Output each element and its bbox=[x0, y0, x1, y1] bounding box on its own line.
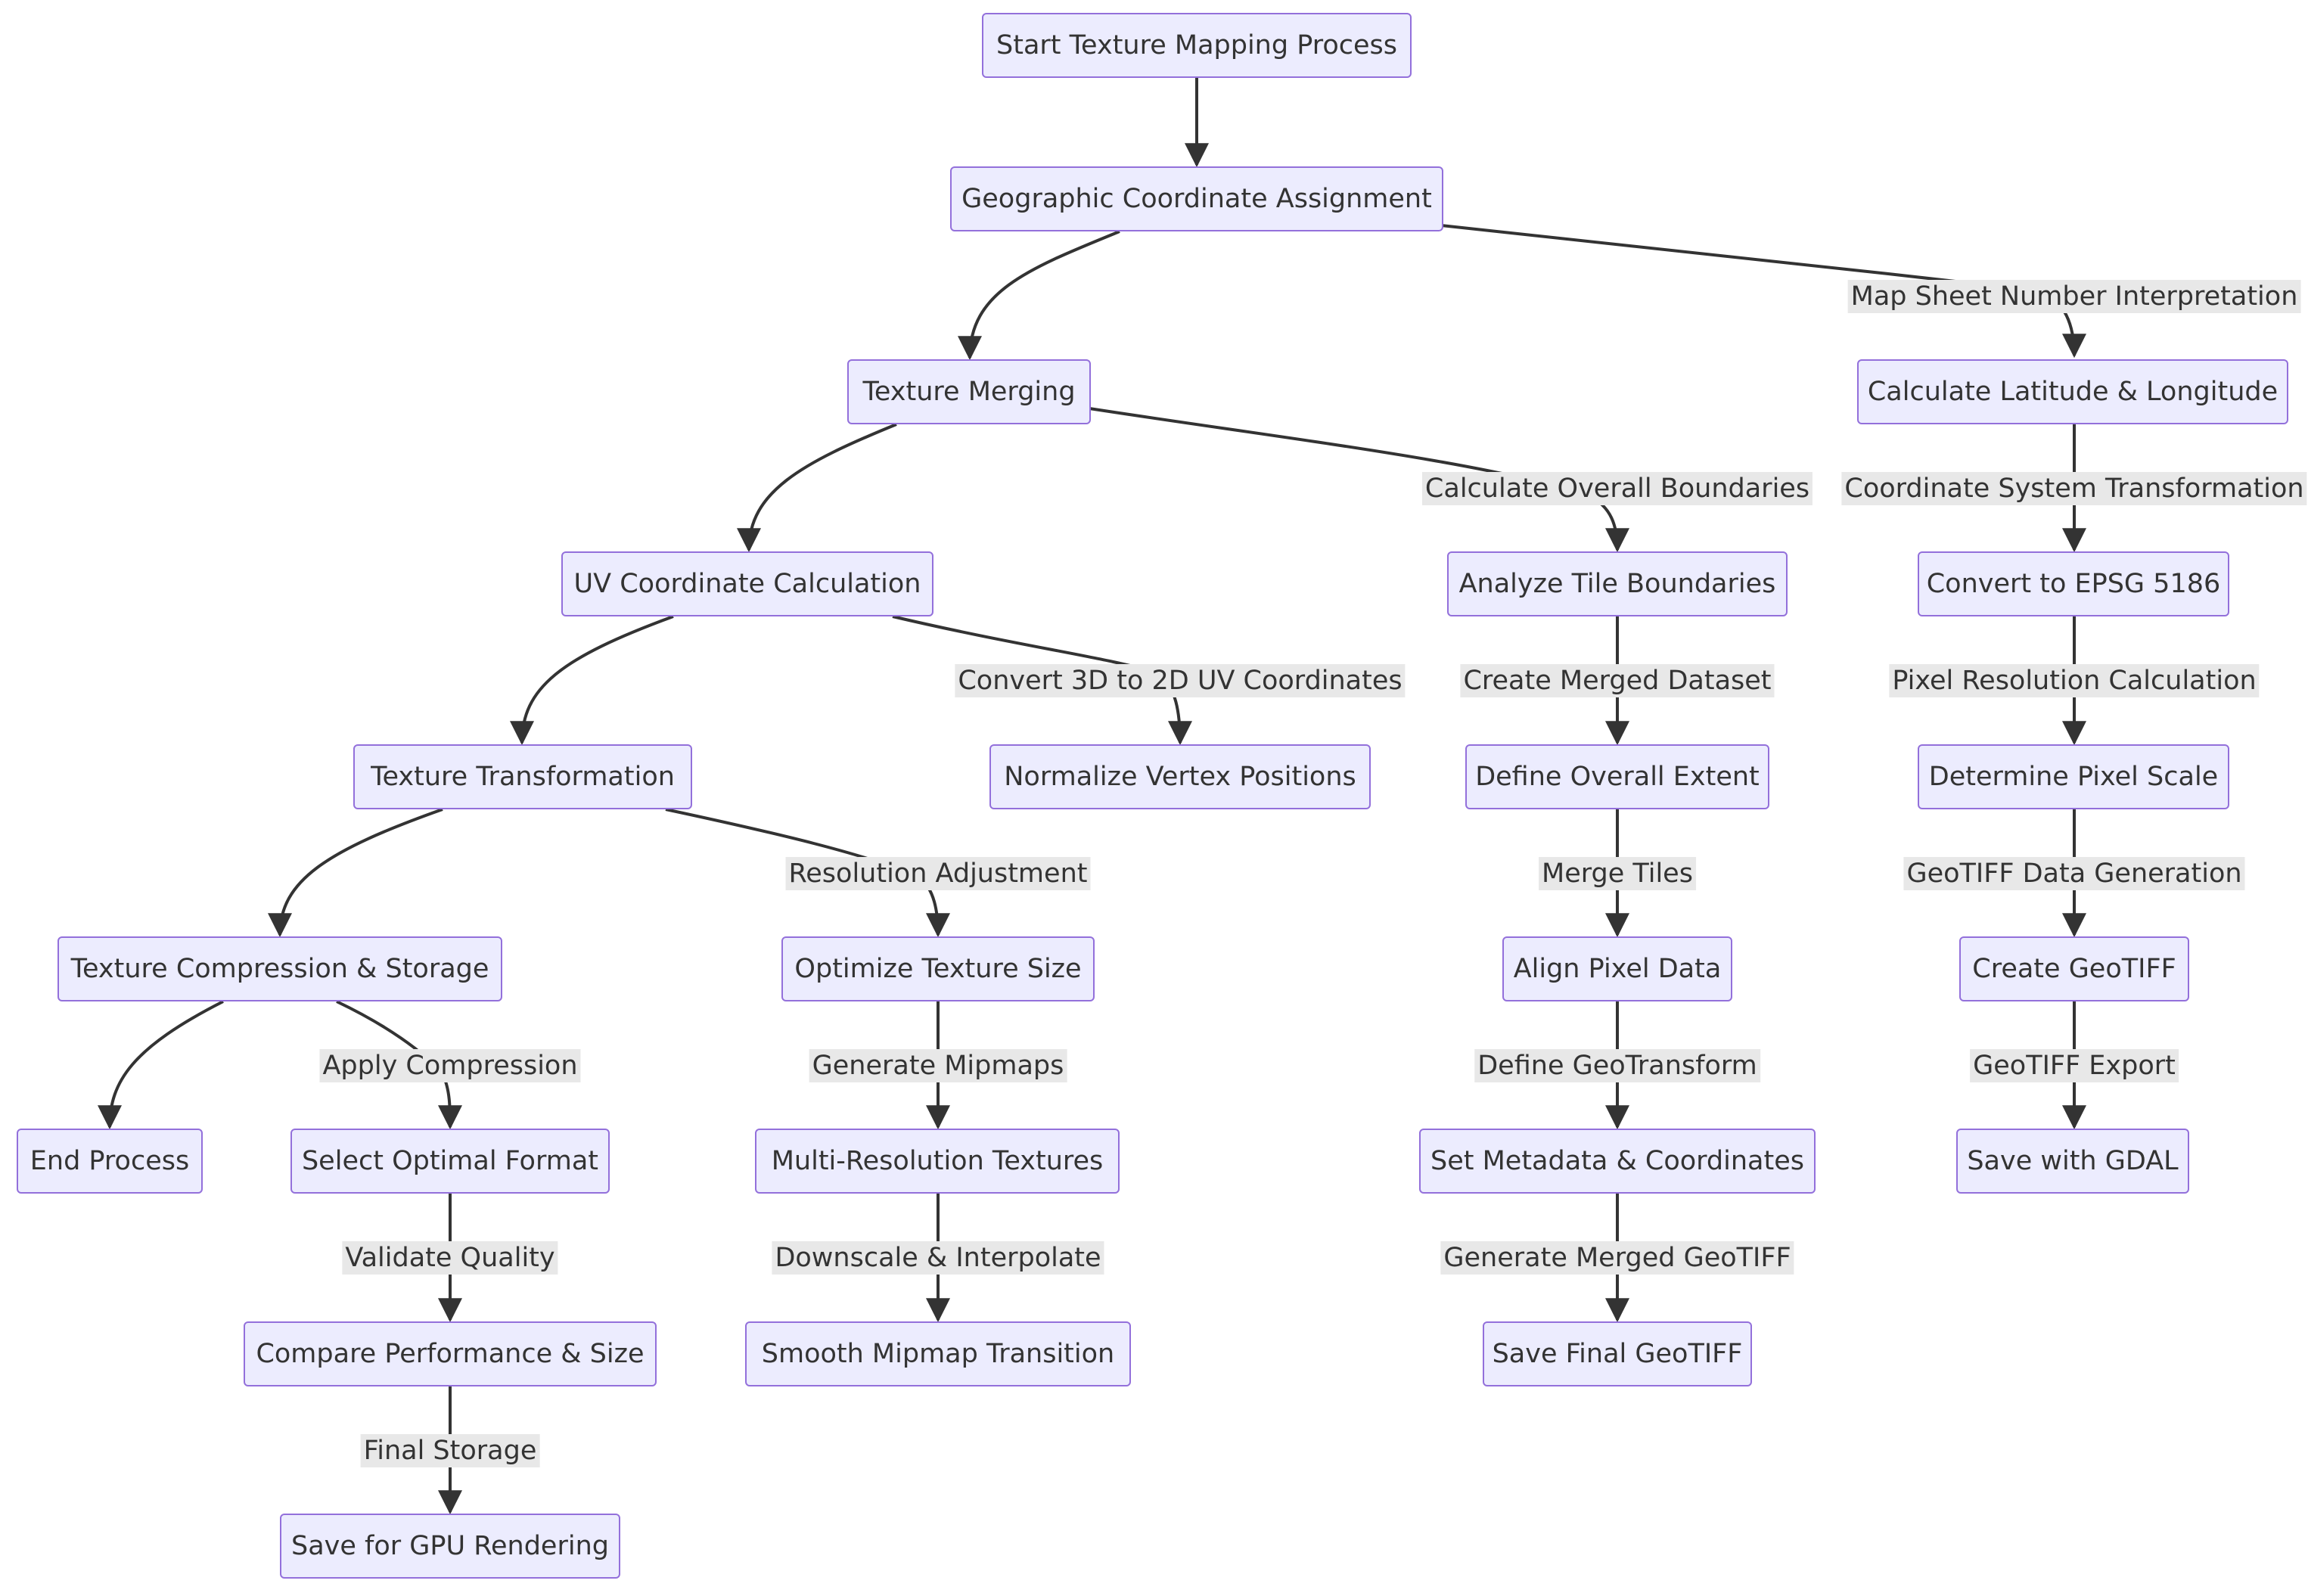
edge-trans-compress bbox=[268, 808, 443, 938]
node-texture-compression-storage: Texture Compression & Storage bbox=[57, 936, 502, 1001]
node-align-pixel-data: Align Pixel Data bbox=[1502, 936, 1732, 1001]
edge-label-geotiff-generation: GeoTIFF Data Generation bbox=[1903, 857, 2245, 890]
node-analyze-tile-boundaries: Analyze Tile Boundaries bbox=[1447, 551, 1788, 616]
node-save-with-gdal: Save with GDAL bbox=[1956, 1129, 2189, 1194]
edge-label-validate-quality: Validate Quality bbox=[342, 1241, 558, 1275]
node-set-metadata-coordinates: Set Metadata & Coordinates bbox=[1419, 1129, 1816, 1194]
node-determine-pixel-scale: Determine Pixel Scale bbox=[1918, 744, 2229, 809]
node-define-overall-extent: Define Overall Extent bbox=[1465, 744, 1769, 809]
node-uv-coordinate-calculation: UV Coordinate Calculation bbox=[561, 551, 933, 616]
node-geographic-coordinate-assignment: Geographic Coordinate Assignment bbox=[950, 166, 1443, 231]
node-end-process: End Process bbox=[17, 1129, 203, 1194]
node-optimize-texture-size: Optimize Texture Size bbox=[781, 936, 1095, 1001]
edge-merge-tileb bbox=[1089, 407, 1629, 553]
edge-geo-merge bbox=[958, 230, 1120, 361]
node-compare-performance-size: Compare Performance & Size bbox=[244, 1321, 657, 1386]
edge-label-apply-compression: Apply Compression bbox=[319, 1049, 581, 1082]
edge-label-coordinate-system: Coordinate System Transformation bbox=[1841, 472, 2307, 505]
edge-label-define-geotransform: Define GeoTransform bbox=[1474, 1049, 1760, 1082]
node-calculate-latitude-longitude: Calculate Latitude & Longitude bbox=[1857, 359, 2288, 424]
edge-label-final-storage: Final Storage bbox=[360, 1434, 540, 1467]
node-save-for-gpu-rendering: Save for GPU Rendering bbox=[280, 1514, 620, 1579]
edge-label-downscale-interpolate: Downscale & Interpolate bbox=[772, 1241, 1104, 1275]
edge-label-overall-boundaries: Calculate Overall Boundaries bbox=[1421, 472, 1813, 505]
edge-compress-endp bbox=[98, 1000, 224, 1130]
edge-label-merge-tiles: Merge Tiles bbox=[1539, 857, 1696, 890]
node-texture-transformation: Texture Transformation bbox=[353, 744, 692, 809]
edge-label-generate-merged-geotiff: Generate Merged GeoTIFF bbox=[1440, 1241, 1794, 1275]
edge-label-merged-dataset: Create Merged Dataset bbox=[1460, 664, 1775, 697]
edge-label-map-sheet: Map Sheet Number Interpretation bbox=[1847, 280, 2301, 313]
edge-label-pixel-resolution: Pixel Resolution Calculation bbox=[1889, 664, 2260, 697]
node-select-optimal-format: Select Optimal Format bbox=[290, 1129, 610, 1194]
edge-label-geotiff-export: GeoTIFF Export bbox=[1970, 1049, 2179, 1082]
node-texture-merging: Texture Merging bbox=[847, 359, 1091, 424]
node-start: Start Texture Mapping Process bbox=[982, 13, 1412, 78]
node-normalize-vertex-positions: Normalize Vertex Positions bbox=[989, 744, 1371, 809]
node-convert-epsg-5186: Convert to EPSG 5186 bbox=[1918, 551, 2229, 616]
edge-label-generate-mipmaps: Generate Mipmaps bbox=[809, 1049, 1067, 1082]
edge-label-convert-3d-2d: Convert 3D to 2D UV Coordinates bbox=[955, 664, 1406, 697]
node-save-final-geotiff: Save Final GeoTIFF bbox=[1483, 1321, 1752, 1386]
node-create-geotiff: Create GeoTIFF bbox=[1959, 936, 2189, 1001]
edge-merge-uv bbox=[737, 423, 897, 553]
edge-label-resolution-adjustment: Resolution Adjustment bbox=[785, 857, 1091, 890]
edge-uv-trans bbox=[510, 615, 674, 746]
node-smooth-mipmap-transition: Smooth Mipmap Transition bbox=[745, 1321, 1131, 1386]
node-multi-resolution-textures: Multi-Resolution Textures bbox=[755, 1129, 1120, 1194]
